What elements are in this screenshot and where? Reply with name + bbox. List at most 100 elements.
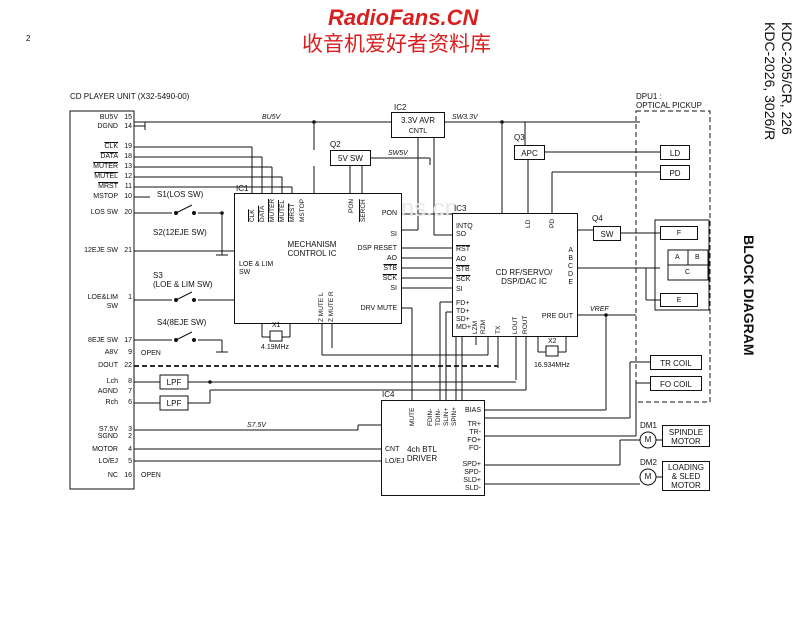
pickup-e-label: E [676, 297, 682, 304]
ic1-box: MECHANISM CONTROL IC LOE & LIM SW PON SI… [234, 193, 402, 324]
switch-s3-desc: (LOE & LIM SW) [153, 280, 213, 289]
pickup-ld: LD [660, 145, 690, 160]
open-label-a8v: OPEN [141, 350, 161, 357]
cd-unit-label: CD PLAYER UNIT (X32-5490-00) [70, 92, 190, 101]
open-label-nc: OPEN [141, 472, 161, 479]
connector-pin-number: 14 [124, 123, 132, 130]
connector-pin-number: 6 [128, 399, 132, 406]
ic3-ref: IC3 [454, 204, 467, 213]
q4-box: SW [593, 226, 621, 241]
ic3-pin-ao: AO [456, 256, 467, 263]
ic1-pin-sck: SCK [382, 275, 397, 282]
ic4-box: 4ch BTL DRIVER CNT LO/EJ BIAS TR+ TR- FO… [381, 400, 485, 496]
ic1-pin-si: SI [390, 231, 397, 238]
x1-freq: 4.19MHz [261, 344, 290, 351]
ic1-pin-muter: MUTER [269, 198, 276, 222]
connector-pin-number: 11 [124, 183, 132, 190]
ic2-name: 3.3V AVR [400, 116, 436, 125]
connector-pin-name: LOE&LIM [87, 294, 118, 301]
net-bu5v: BU5V [262, 114, 281, 121]
connector-pin-name: MSTOP [93, 193, 118, 200]
connector-pin-name: DOUT [98, 362, 118, 369]
ic3-pin-c: C [567, 263, 573, 270]
ic3-pin-fd: FD+ [456, 300, 470, 307]
dm2-ref: DM2 [640, 458, 657, 467]
connector-pin-name: Lch [106, 378, 118, 385]
ic4-name-2: DRIVER [406, 454, 438, 463]
watermark-cn: 收音机爱好者资料库 [302, 32, 491, 56]
ic4-pin-spd-m: SPD- [464, 469, 481, 476]
connector-pin-number: 16 [124, 472, 132, 479]
ic4-pin-fdin: FDIN- [427, 408, 434, 426]
q4-ref: Q4 [592, 214, 603, 223]
dm1-box: SPINDLE MOTOR [662, 425, 710, 447]
fo-coil: FO COIL [650, 376, 702, 391]
ic4-pin-spd-p: SPD+ [462, 461, 481, 468]
block-diagram-title: BLOCK DIAGRAM [741, 235, 757, 356]
dpu-label-2: OPTICAL PICKUP [636, 101, 702, 110]
ic2-pin-cntl: CNTL [408, 128, 428, 135]
ic3-name-2: DSP/DAC IC [501, 277, 547, 286]
net-vref: VREF [590, 306, 609, 313]
ic1-pin-sw: SW [239, 269, 251, 276]
dm2-box: LOADING & SLED MOTOR [662, 461, 710, 491]
ic4-pin-tr-m: TR- [469, 429, 481, 436]
connector-pin-name: NC [107, 472, 118, 479]
connector-pin-number: 22 [124, 362, 132, 369]
connector-pin-number: 8 [128, 378, 132, 385]
pickup-b: B [695, 254, 700, 261]
x1-ref: X1 [272, 322, 281, 329]
ic1-pin-loe-lim: LOE & LIM [239, 261, 274, 268]
connector-pin-number: 13 [124, 163, 132, 170]
switch-s1-label: S1(LOS SW) [157, 190, 204, 199]
connector-pin-name: MRST [98, 183, 118, 190]
pickup-e: E [660, 293, 698, 307]
connector-pin-name: 8EJE SW [88, 337, 118, 344]
connector-pin-number: 12 [124, 173, 132, 180]
model-title-1: KDC-205/CR, 226 [779, 22, 795, 135]
connector-pin-number: 18 [124, 153, 132, 160]
ic3-pin-rzm: RZM [480, 319, 487, 334]
q2-name: 5V SW [338, 154, 363, 163]
ic4-pin-fo-m: FO- [468, 445, 481, 452]
connector-pin-number: 4 [128, 446, 132, 453]
page-number: 2 [26, 34, 31, 43]
q2-ref: Q2 [330, 140, 341, 149]
dm1-label-1: SPINDLE [668, 428, 704, 437]
x2-freq: 16.934MHz [534, 362, 570, 369]
ic4-pin-cnt: CNT [385, 446, 400, 453]
ic4-pin-lo-ej: LO/EJ [385, 458, 405, 465]
ic4-pin-sld-p: SLD+ [463, 477, 481, 484]
pickup-pd-label: PD [669, 169, 681, 178]
pickup-f: F [660, 226, 698, 240]
connector-pin-number: 17 [124, 337, 132, 344]
connector-pin-name: BU5V [99, 114, 118, 121]
ic3-pin-b: B [568, 255, 573, 262]
dm1-label-2: MOTOR [671, 437, 701, 446]
ic4-pin-slin: SLIN+ [443, 407, 450, 426]
tr-coil-label: TR COIL [660, 359, 692, 368]
ic4-pin-sld-m: SLD- [465, 485, 481, 492]
ic3-pin-td: TD+ [456, 308, 470, 315]
ic1-pin-serch: SERCH [360, 199, 367, 222]
ic3-pin-tx: TX [495, 325, 502, 334]
ic4-pin-tr-p: TR+ [467, 421, 481, 428]
ic2-box: 3.3V AVR CNTL [391, 112, 445, 138]
connector-pin-number: 1 [128, 294, 132, 301]
ic1-pin-pon-top: PON [348, 198, 355, 213]
lpf-lch-label: LPF [166, 378, 182, 387]
q2-box: 5V SW [330, 150, 371, 166]
connector-pin-number: 15 [124, 114, 132, 121]
ic4-ref: IC4 [382, 390, 395, 399]
connector-pin-number: 9 [128, 349, 132, 356]
connector-pin-name: MOTOR [92, 446, 118, 453]
pickup-f-label: F [676, 230, 682, 237]
ic3-name-1: CD RF/SERVO/ [495, 268, 553, 277]
ic1-pin-drv-mute: DRV MUTE [360, 305, 397, 312]
ic1-pin-mrst: MRST [289, 203, 296, 222]
dm2-m: M [644, 472, 652, 481]
pickup-c: C [685, 269, 691, 276]
x2-ref: X2 [548, 338, 557, 345]
connector-pin-name: MUTEL [94, 173, 118, 180]
